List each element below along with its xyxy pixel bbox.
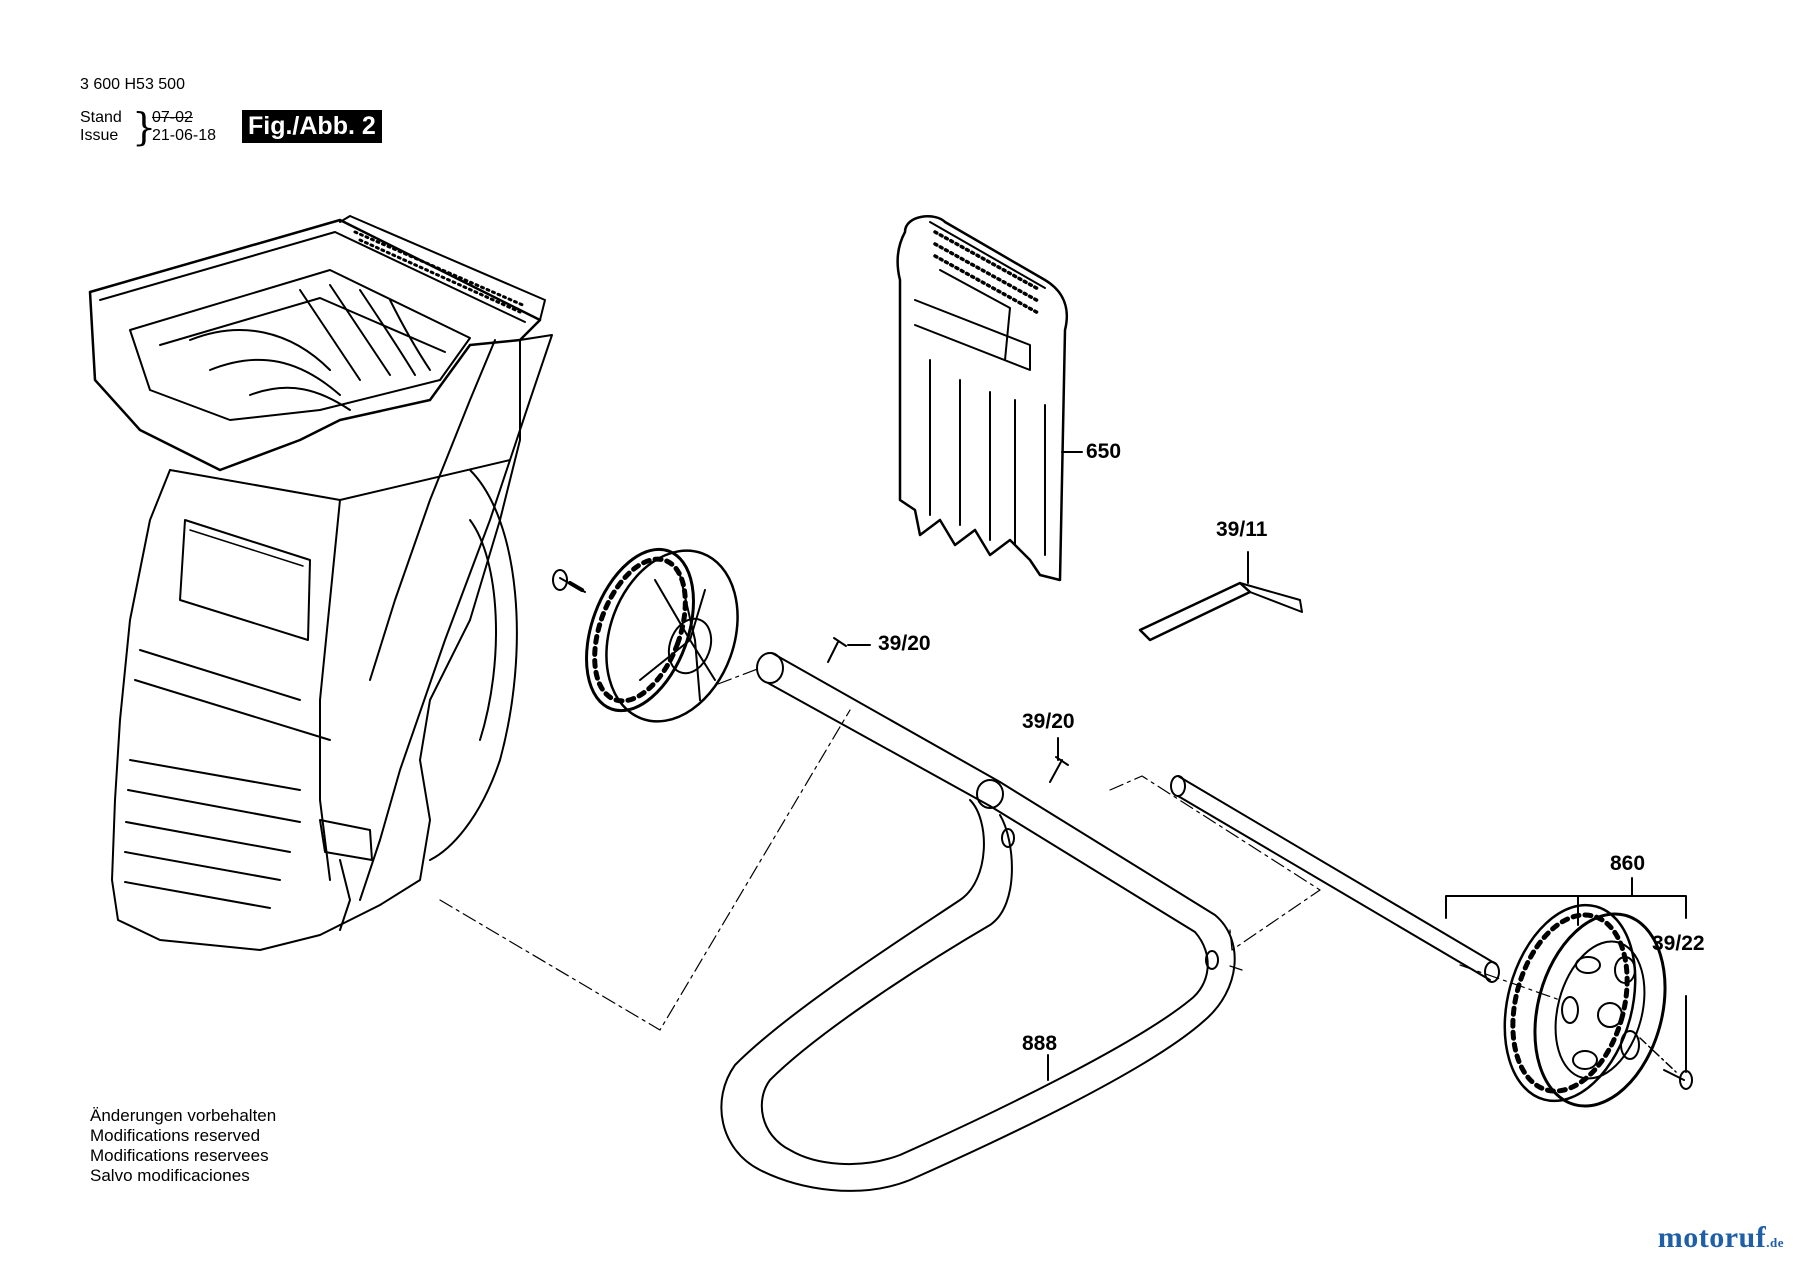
note-es: Salvo modificaciones xyxy=(90,1166,250,1185)
brand-watermark: motoruf.de xyxy=(1658,1221,1784,1255)
note-de: Änderungen vorbehalten xyxy=(90,1106,277,1125)
hex-key-part xyxy=(1138,551,1303,642)
note-fr: Modifications reservees xyxy=(90,1146,269,1165)
bracket-860 xyxy=(1445,877,1687,926)
callout-39-11: 39/11 xyxy=(1216,518,1268,541)
issue-label: Issue xyxy=(80,127,119,144)
callout-650: 650 xyxy=(1086,440,1122,463)
push-handle-part xyxy=(896,215,1069,582)
assembly-lines xyxy=(439,667,1561,1031)
figure-label: Fig./Abb. 2 xyxy=(242,110,382,143)
callout-39-20-upper: 39/20 xyxy=(878,632,931,655)
rear-axle-part xyxy=(1170,775,1500,983)
part-number: 3 600 H53 500 xyxy=(80,76,185,93)
stand-label: Stand xyxy=(80,109,122,126)
shredder-housing xyxy=(88,215,553,951)
brand-tld: .de xyxy=(1766,1235,1784,1250)
callout-39-20-lower: 39/20 xyxy=(1022,710,1075,733)
callout-39-22: 39/22 xyxy=(1652,932,1705,955)
right-wheel-part xyxy=(1503,903,1693,1108)
stand-value: 07-02 xyxy=(152,109,193,126)
callout-888: 888 xyxy=(1022,1032,1058,1055)
frame-part xyxy=(720,781,1236,1192)
axle-tube-part xyxy=(756,652,1004,809)
left-wheel-part xyxy=(552,547,739,723)
issue-value: 21-06-18 xyxy=(152,127,217,144)
brace-icon: } xyxy=(132,105,157,149)
callout-860: 860 xyxy=(1610,852,1646,875)
note-en: Modifications reserved xyxy=(90,1126,261,1145)
brand-name: motoruf xyxy=(1657,1221,1767,1254)
